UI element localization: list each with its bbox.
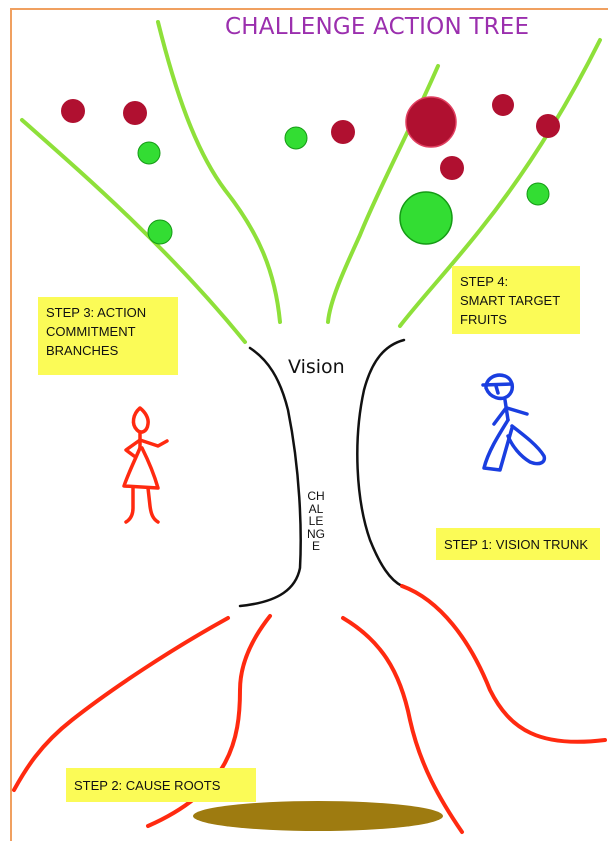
branch-left — [20, 118, 247, 344]
fruit-green-large — [399, 191, 453, 245]
male-stick-figure-icon — [481, 373, 547, 472]
fruit-red-large — [405, 96, 457, 148]
trunk-left-edge — [238, 346, 302, 608]
vision-label: Vision — [288, 356, 345, 378]
root-far-right — [400, 584, 607, 744]
branch-right — [398, 38, 602, 328]
branch-center-left — [156, 20, 282, 324]
step2-label: STEP 2: CAUSE ROOTS — [66, 768, 256, 802]
fruit-red — [440, 156, 464, 180]
root-center-right — [341, 616, 464, 834]
fruit-red — [536, 114, 560, 138]
diagram-title: CHALLENGE ACTION TREE — [225, 14, 530, 40]
fruit-red — [331, 120, 355, 144]
fruit-green — [137, 141, 161, 165]
fruit-red — [123, 101, 147, 125]
female-stick-figure-icon — [122, 406, 169, 524]
step4-label: STEP 4: SMART TARGET FRUITS — [452, 266, 580, 334]
challenge-vertical-label: CHALLENGE — [307, 489, 325, 553]
trunk — [238, 338, 406, 608]
frame-border-top — [10, 8, 608, 10]
frame-border-left — [10, 8, 12, 841]
root-far-left — [12, 616, 230, 792]
ground-ellipse — [193, 801, 443, 831]
step1-label: STEP 1: VISION TRUNK — [436, 528, 600, 560]
fruit-green — [147, 219, 173, 245]
fruit-red — [61, 99, 85, 123]
fruit-green — [284, 126, 308, 150]
fruit-green — [526, 182, 550, 206]
fruit-red — [492, 94, 514, 116]
trunk-right-edge — [356, 338, 406, 588]
branches — [20, 20, 602, 344]
fruits — [61, 94, 560, 245]
step3-label: STEP 3: ACTION COMMITMENT BRANCHES — [38, 297, 178, 375]
